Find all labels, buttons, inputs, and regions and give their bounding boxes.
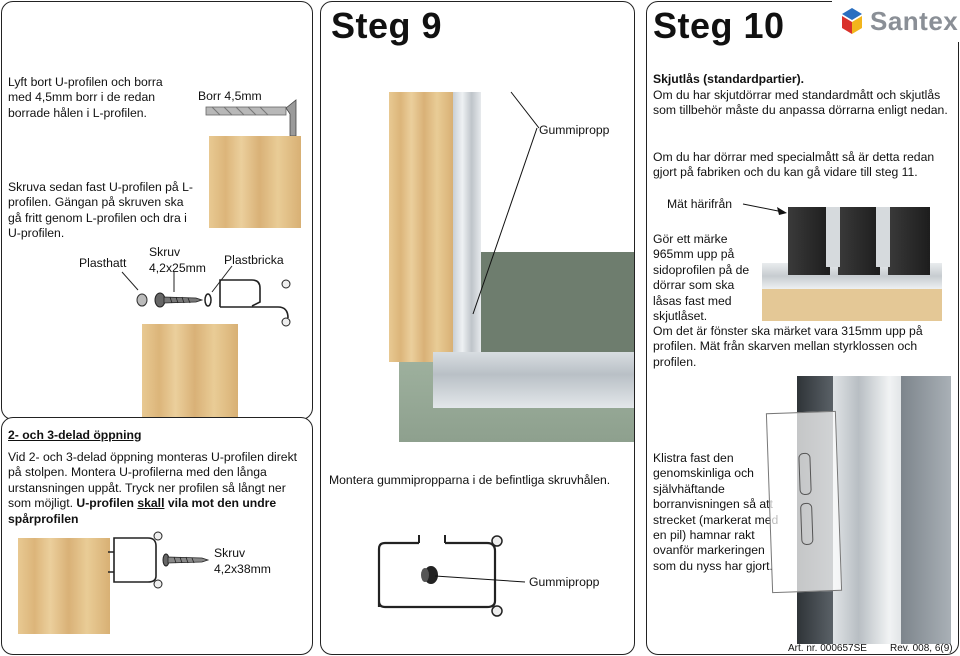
step10-para3: Gör ett märke 965mm upp på sidoprofilen … (653, 232, 750, 324)
drill-label: Borr 4,5mm (198, 89, 262, 103)
side-profile (453, 92, 481, 392)
section-heading: 2- och 3-delad öppning (8, 428, 142, 442)
gummipropp-label-bottom: Gummipropp (529, 575, 600, 589)
skjutlas-para2: Om du har dörrar med specialmått så är d… (653, 150, 935, 180)
drill-bit-illustration (205, 99, 297, 137)
measure-label: Mät härifrån (667, 197, 733, 211)
article-number: Art. nr. 000657SE (788, 643, 867, 654)
drill-template (765, 410, 843, 594)
profile-with-plug (377, 535, 503, 617)
gummipropp-pointers (472, 91, 540, 315)
gummipropp-label-top: Gummipropp (539, 123, 610, 137)
step10-panel: Steg 10 Skjutlås (standardpartier). Om d… (646, 1, 959, 655)
plug-pointer (434, 575, 526, 583)
instruction-screw: Skruva sedan fast U-profilen på L-profil… (8, 180, 193, 241)
plasthatt-label: Plasthatt (79, 256, 127, 270)
instruction-emphasis: skall (137, 496, 165, 511)
step9-panel: Steg 9 Gummipropp Montera gummipropparna… (320, 1, 635, 655)
instruction-text: Vid 2- och 3-delad öppning monteras U-pr… (8, 450, 298, 511)
profile-photo (765, 376, 951, 644)
step9-caption: Montera gummipropparna i de befintliga s… (329, 473, 611, 487)
wood-post-bottom (142, 324, 238, 418)
step10-para5: Klistra fast den genomskinliga och själv… (653, 451, 779, 573)
screw-label: Skruv (149, 245, 181, 259)
plastbricka-label: Plastbricka (224, 253, 284, 267)
u-profile-screw-illustration (108, 531, 210, 589)
screw-size-bottom: 4,2x38mm (214, 562, 271, 576)
bottom-rail (433, 352, 634, 408)
skjutlas-title: Skjutlås (standardpartier). (653, 72, 805, 86)
santex-logo: Santex (832, 0, 960, 42)
screw-size: 4,2x25mm (149, 261, 206, 275)
measure-arrow (742, 203, 787, 215)
step10-title: Steg 10 (653, 5, 785, 46)
santex-logo-text: Santex (870, 6, 959, 36)
santex-logo-icon (842, 8, 862, 34)
lock-illustration (762, 207, 942, 321)
step8-bottom-panel: 2- och 3-delad öppning Vid 2- och 3-dela… (1, 417, 313, 655)
step9-title: Steg 9 (331, 5, 443, 46)
instruction-2-3-delad: Vid 2- och 3-delad öppning monteras U-pr… (8, 450, 298, 527)
step10-para4: Om det är fönster ska märket vara 315mm … (653, 324, 923, 369)
instruction-drill: Lyft bort U-profilen och borra med 4,5mm… (8, 75, 163, 120)
instruction-tail: vila mot den undre spårprofilen (8, 496, 277, 526)
step8-top-panel: Lyft bort U-profilen och borra med 4,5mm… (1, 1, 313, 420)
door-post (389, 92, 453, 362)
revision: Rev. 008, 6(9) (890, 643, 953, 654)
wood-stolpe (18, 538, 110, 634)
skjutlas-para1: Om du har skjutdörrar med standardmått o… (653, 88, 948, 118)
screw-label-bottom: Skruv (214, 546, 246, 560)
instruction-lead: U-profilen (76, 496, 138, 511)
wood-post-top (209, 136, 301, 228)
screw-assembly-illustration (121, 265, 291, 327)
